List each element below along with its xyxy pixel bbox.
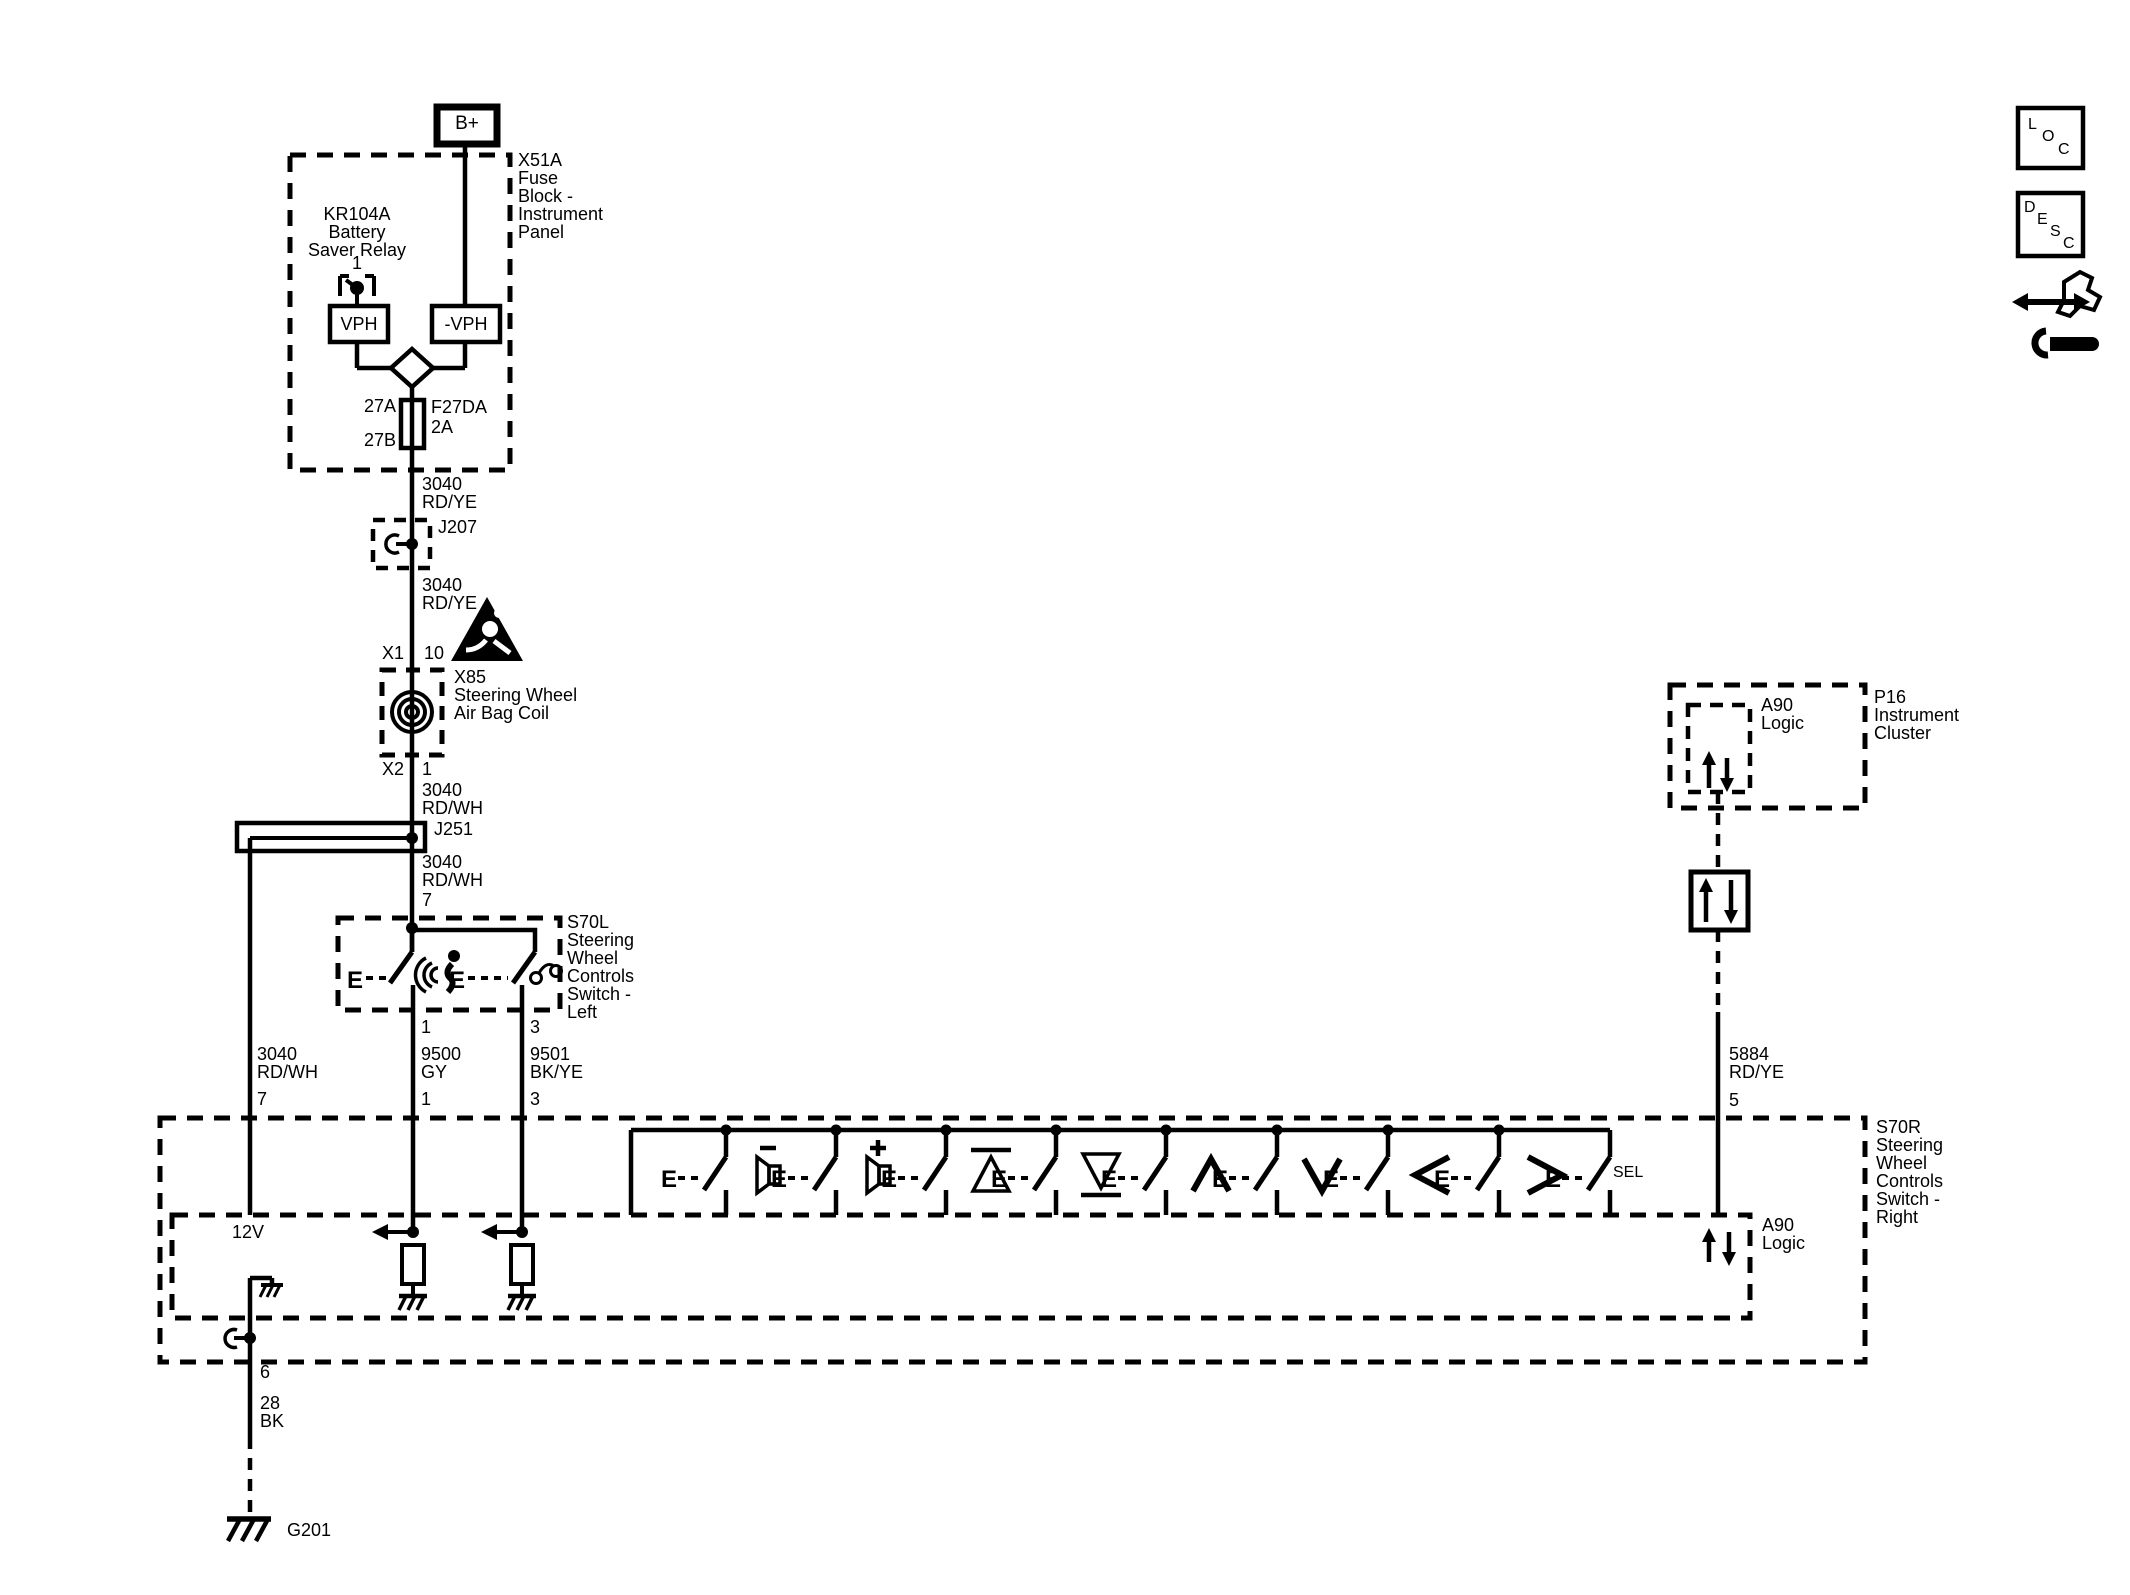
loc-reference-box[interactable]	[2015, 105, 2086, 171]
s70l-pin-in-label: 7	[422, 890, 433, 910]
g201-label: G201	[287, 1520, 332, 1540]
volume-down-icon	[755, 1145, 782, 1197]
s70l-label: S70L Steering Wheel Controls Switch - Le…	[567, 912, 635, 1022]
switch-terminal-glyph: E	[347, 967, 363, 994]
up-chevron-icon	[1190, 1152, 1232, 1193]
desc-letter: D	[2024, 199, 2036, 216]
right-chevron-icon	[1526, 1154, 1569, 1196]
wire-3040-rdye-label-a: 3040 RD/YE	[422, 474, 478, 512]
left-chevron-icon	[1408, 1154, 1451, 1196]
fuse-pin-top-label: 27A	[363, 396, 396, 416]
seek-up-icon	[970, 1147, 1012, 1193]
desc-letter: S	[2050, 223, 2061, 240]
wire-28bk-label: 28 BK	[260, 1393, 285, 1431]
serial-data-arrows-icon	[1699, 878, 1738, 924]
relay-pin-label: 1	[351, 253, 362, 273]
coil-label: X85 Steering Wheel Air Bag Coil	[454, 667, 578, 723]
airbag-warning-icon	[451, 597, 523, 661]
wire-9500-label: 9500 GY	[421, 1044, 462, 1082]
j207-connector-box	[370, 517, 433, 571]
x1-pin-label: 10	[424, 643, 445, 663]
signal-input-9500	[372, 1224, 427, 1311]
s70r-boundary	[157, 1115, 1868, 1365]
p16-label: P16 Instrument Cluster	[1874, 687, 1960, 743]
volume-up-icon	[865, 1140, 892, 1197]
s70r-pin6-label: 6	[260, 1362, 271, 1382]
s70l-pin1-label: 1	[421, 1017, 432, 1037]
relay-output-wires	[354, 342, 468, 371]
voice-recognition-icon	[413, 950, 460, 994]
s70l-boundary	[335, 915, 563, 1013]
phone-icon	[529, 963, 563, 985]
fuse-icon	[398, 397, 427, 451]
seek-down-icon	[1080, 1152, 1122, 1198]
serial-data-arrows-icon	[1702, 751, 1734, 792]
serial-data-arrows-icon	[1702, 1228, 1736, 1266]
s70r-a90-logic-box	[169, 1212, 1753, 1321]
x2-pin-label: 1	[422, 759, 433, 779]
j207-connector-icon	[384, 533, 418, 555]
wire-3040-rdye-label-b: 3040 RD/YE	[422, 575, 478, 613]
loc-letter: O	[2042, 128, 2055, 145]
switch-terminal-glyph: E	[661, 1166, 677, 1193]
desc-reference-box[interactable]	[2015, 190, 2086, 259]
wire-9501-label: 9501 BK/YE	[530, 1044, 584, 1082]
s70r-pin1-label: 1	[421, 1089, 432, 1109]
s70r-pin7-label: 7	[257, 1089, 268, 1109]
desc-letter: E	[2037, 211, 2048, 228]
vph-label: VPH	[340, 314, 378, 334]
neg-vph-label: -VPH	[444, 314, 488, 334]
s70l-pin3-label: 3	[530, 1017, 541, 1037]
fuse-block-label: X51A Fuse Block - Instrument Panel	[518, 150, 604, 242]
p16-boundary	[1667, 682, 1868, 811]
component-location-wrench-icon[interactable]	[2012, 269, 2103, 359]
relay-label: KR104A Battery Saver Relay	[307, 204, 407, 260]
g201-ground-icon	[226, 1516, 271, 1543]
battery-terminal-label: B+	[455, 113, 479, 134]
x2-connector-label: X2	[381, 759, 404, 779]
fuse-block-boundary	[287, 152, 513, 473]
switch-terminal-glyph: E	[991, 1166, 1007, 1193]
s70r-pin3-label: 3	[530, 1089, 541, 1109]
pin6-connector-icon	[223, 1327, 256, 1350]
s70r-label: S70R Steering Wheel Controls Switch - Ri…	[1876, 1117, 1944, 1227]
wire-5884-label: 5884 RD/YE	[1729, 1044, 1785, 1082]
splice-diamond-icon	[387, 345, 437, 391]
p16-a90-logic-box	[1685, 702, 1753, 795]
s70r-switch-contacts	[678, 1124, 1613, 1215]
internal-ground-branch	[250, 1275, 283, 1298]
fuse-label: F27DA 2A	[431, 397, 488, 437]
j251-label: J251	[434, 819, 474, 839]
clockspring-coil-icon	[390, 690, 434, 734]
s70r-a90-logic-label: A90 Logic	[1762, 1215, 1806, 1253]
sel-label: SEL	[1613, 1164, 1644, 1181]
switch-terminal-glyph: E	[1101, 1166, 1117, 1193]
wire-3040-rdwh-label-a: 3040 RD/WH	[422, 780, 483, 818]
loc-letter: C	[2058, 141, 2070, 158]
wire-3040-rdwh-label-b: 3040 RD/WH	[422, 852, 483, 890]
p16-a90-logic-label: A90 Logic	[1761, 695, 1805, 733]
signal-input-9501	[481, 1224, 536, 1311]
s70r-pin5-label: 5	[1729, 1090, 1740, 1110]
j207-label: J207	[438, 517, 478, 537]
j251-splice-pack	[234, 820, 428, 854]
s70l-switches	[366, 922, 538, 985]
s70r-switch-bus	[628, 1127, 1610, 1215]
wire-3040-rdwh-label-c: 3040 RD/WH	[257, 1044, 318, 1082]
desc-letter: C	[2063, 235, 2075, 252]
serial-data-box	[1688, 869, 1751, 933]
supply-12v-label: 12V	[232, 1222, 265, 1242]
relay-contact-icon	[338, 274, 376, 306]
down-chevron-icon	[1301, 1157, 1343, 1198]
fuse-pin-bottom-label: 27B	[363, 430, 396, 450]
x1-connector-label: X1	[381, 643, 404, 663]
loc-letter: L	[2028, 116, 2037, 133]
x85-connector-box	[379, 667, 445, 758]
